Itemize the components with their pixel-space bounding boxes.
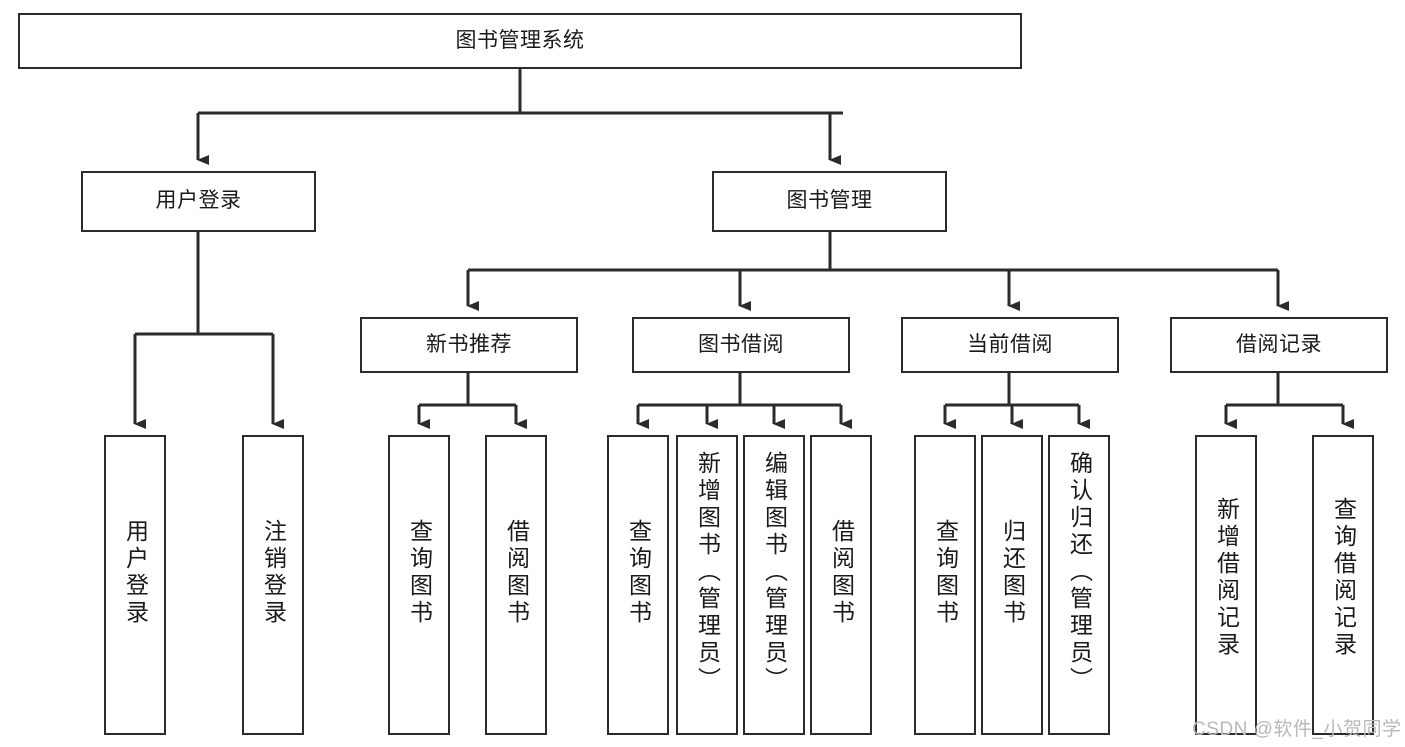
node-user-login-label: 用户登录 — [155, 189, 242, 213]
node-leaf-user-logout[interactable]: 注销登录 — [242, 435, 304, 735]
node-leaf-add-borrow-record-label: 新增借阅记录 — [1213, 497, 1240, 659]
node-leaf-query-book-1-label: 查询图书 — [406, 519, 433, 627]
node-leaf-query-book-3-label: 查询图书 — [932, 519, 959, 627]
node-book-manage-label: 图书管理 — [786, 189, 873, 213]
node-leaf-return-book[interactable]: 归还图书 — [981, 435, 1043, 735]
node-leaf-borrow-book-2-label: 借阅图书 — [828, 519, 855, 627]
watermark: CSDN @软件_小贺同学 — [1192, 719, 1402, 740]
node-leaf-query-borrow-record[interactable]: 查询借阅记录 — [1312, 435, 1374, 735]
node-leaf-add-borrow-record[interactable]: 新增借阅记录 — [1195, 435, 1257, 735]
node-new-book-recommend-label: 新书推荐 — [426, 332, 512, 356]
node-borrow-record-label: 借阅记录 — [1236, 332, 1322, 356]
node-new-book-recommend[interactable]: 新书推荐 — [360, 317, 578, 373]
node-leaf-borrow-book-1-label: 借阅图书 — [503, 519, 530, 627]
node-leaf-user-logout-label: 注销登录 — [260, 519, 287, 627]
node-leaf-borrow-book-2[interactable]: 借阅图书 — [810, 435, 872, 735]
node-leaf-user-login[interactable]: 用户登录 — [104, 435, 166, 735]
node-root[interactable]: 图书管理系统 — [18, 13, 1022, 69]
node-current-borrow[interactable]: 当前借阅 — [901, 317, 1119, 373]
node-user-login[interactable]: 用户登录 — [81, 171, 316, 232]
node-leaf-edit-book-label: 编辑图书（管理员） — [761, 451, 788, 694]
node-leaf-borrow-book-1[interactable]: 借阅图书 — [485, 435, 547, 735]
node-leaf-confirm-return[interactable]: 确认归还（管理员） — [1048, 435, 1110, 735]
node-leaf-add-book-label: 新增图书（管理员） — [694, 451, 721, 694]
node-current-borrow-label: 当前借阅 — [967, 332, 1053, 356]
node-leaf-add-book[interactable]: 新增图书（管理员） — [676, 435, 738, 735]
node-leaf-query-borrow-record-label: 查询借阅记录 — [1330, 497, 1357, 659]
node-leaf-query-book-1[interactable]: 查询图书 — [388, 435, 450, 735]
node-leaf-query-book-2-label: 查询图书 — [625, 519, 652, 627]
node-leaf-edit-book[interactable]: 编辑图书（管理员） — [743, 435, 805, 735]
node-leaf-user-login-label: 用户登录 — [122, 519, 149, 627]
node-leaf-query-book-2[interactable]: 查询图书 — [607, 435, 669, 735]
node-book-borrow[interactable]: 图书借阅 — [632, 317, 850, 373]
node-leaf-return-book-label: 归还图书 — [999, 519, 1026, 627]
node-book-borrow-label: 图书借阅 — [698, 332, 784, 356]
node-leaf-confirm-return-label: 确认归还（管理员） — [1066, 451, 1093, 694]
node-book-manage[interactable]: 图书管理 — [712, 171, 947, 232]
node-leaf-query-book-3[interactable]: 查询图书 — [914, 435, 976, 735]
node-borrow-record[interactable]: 借阅记录 — [1170, 317, 1388, 373]
node-root-label: 图书管理系统 — [455, 28, 585, 52]
